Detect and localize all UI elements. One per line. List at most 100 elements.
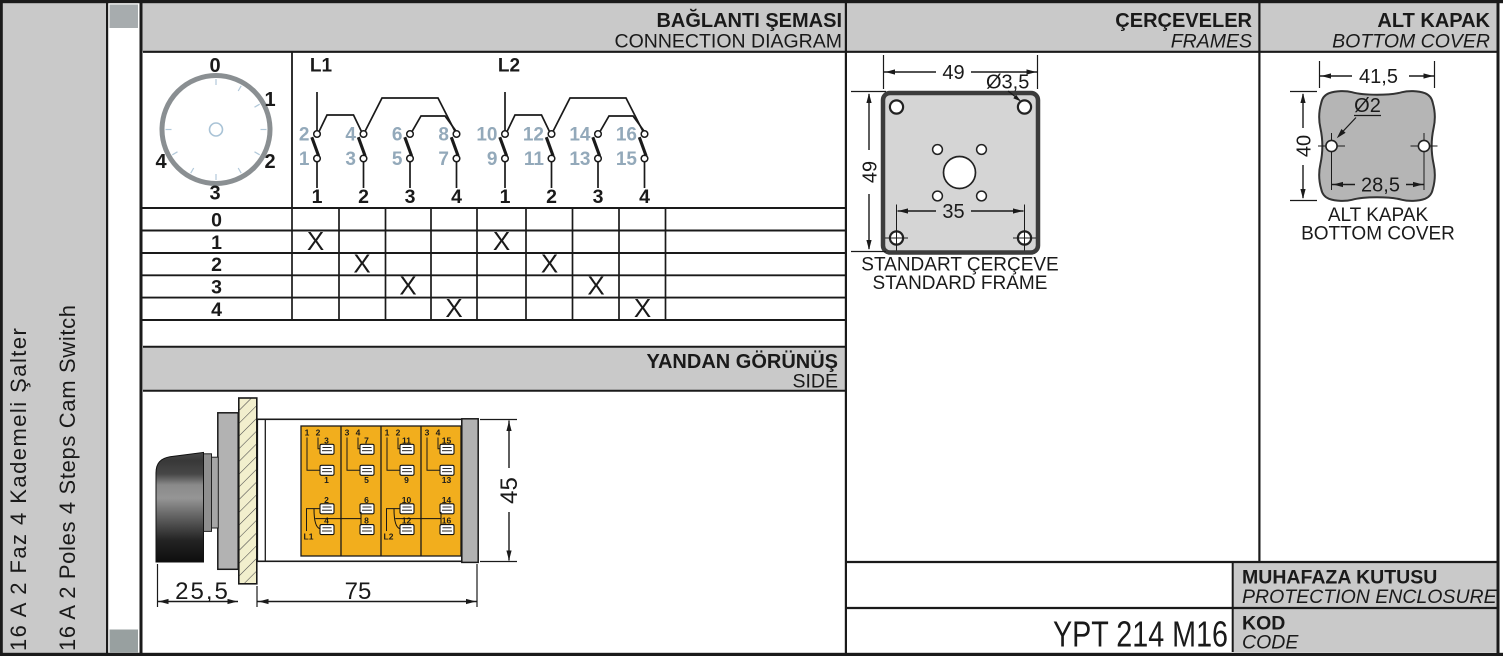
svg-text:6: 6 <box>392 125 403 146</box>
svg-text:3: 3 <box>345 149 356 170</box>
svg-text:CONNECTION DIAGRAM: CONNECTION DIAGRAM <box>614 31 842 53</box>
svg-text:15: 15 <box>442 435 452 445</box>
svg-text:L1: L1 <box>304 532 314 542</box>
svg-text:16 A 2 Poles 4 Steps Cam Switc: 16 A 2 Poles 4 Steps Cam Switch <box>55 304 80 651</box>
svg-text:2: 2 <box>396 428 401 438</box>
svg-text:10: 10 <box>476 125 497 146</box>
svg-text:ALT KAPAK: ALT KAPAK <box>1377 10 1490 32</box>
svg-text:4: 4 <box>451 186 462 208</box>
svg-text:11: 11 <box>524 149 545 170</box>
svg-text:0: 0 <box>211 209 222 231</box>
svg-text:1: 1 <box>299 149 310 170</box>
svg-text:45: 45 <box>496 477 523 504</box>
svg-text:4: 4 <box>324 516 329 526</box>
svg-text:1: 1 <box>264 89 275 111</box>
svg-text:YANDAN GÖRÜNÜŞ: YANDAN GÖRÜNÜŞ <box>646 350 838 373</box>
svg-text:16: 16 <box>616 125 637 146</box>
svg-text:2: 2 <box>211 254 222 276</box>
svg-text:Ø3,5: Ø3,5 <box>986 72 1029 94</box>
svg-text:2: 2 <box>324 495 329 505</box>
svg-text:YPT 214 M16: YPT 214 M16 <box>1053 614 1228 655</box>
svg-text:3: 3 <box>405 186 416 208</box>
svg-text:ÇERÇEVELER: ÇERÇEVELER <box>1115 10 1252 32</box>
svg-text:2: 2 <box>264 151 275 173</box>
svg-text:PROTECTION ENCLOSURE: PROTECTION ENCLOSURE <box>1242 586 1498 608</box>
svg-text:3: 3 <box>593 186 604 208</box>
svg-text:ALT KAPAK: ALT KAPAK <box>1328 205 1429 226</box>
svg-text:4: 4 <box>356 428 361 438</box>
svg-text:13: 13 <box>442 475 452 485</box>
svg-text:3: 3 <box>211 276 222 298</box>
svg-text:MUHAFAZA KUTUSU: MUHAFAZA KUTUSU <box>1242 567 1437 589</box>
svg-text:3: 3 <box>324 435 329 445</box>
svg-text:1: 1 <box>312 186 323 208</box>
svg-text:10: 10 <box>402 495 412 505</box>
svg-text:11: 11 <box>402 435 411 445</box>
svg-text:0: 0 <box>209 55 220 77</box>
svg-text:8: 8 <box>438 125 449 146</box>
svg-text:28,5: 28,5 <box>1361 175 1400 197</box>
svg-text:41,5: 41,5 <box>1359 66 1398 88</box>
svg-text:3: 3 <box>345 428 350 438</box>
svg-text:BOTTOM COVER: BOTTOM COVER <box>1332 31 1490 53</box>
svg-text:X: X <box>399 271 416 301</box>
svg-text:SIDE: SIDE <box>792 371 838 393</box>
svg-text:4: 4 <box>345 125 356 146</box>
svg-text:L2: L2 <box>384 532 394 542</box>
svg-text:1: 1 <box>324 475 329 485</box>
svg-text:49: 49 <box>860 161 882 183</box>
svg-text:4: 4 <box>436 428 441 438</box>
svg-text:FRAMES: FRAMES <box>1171 31 1252 53</box>
svg-text:CODE: CODE <box>1242 632 1299 654</box>
svg-text:8: 8 <box>364 516 369 526</box>
svg-text:X: X <box>587 271 604 301</box>
svg-text:1: 1 <box>500 186 511 208</box>
svg-text:X: X <box>353 248 370 278</box>
svg-text:35: 35 <box>942 201 964 223</box>
svg-text:L2: L2 <box>498 56 520 77</box>
svg-text:L1: L1 <box>310 56 333 77</box>
svg-text:4: 4 <box>639 186 650 208</box>
svg-text:16 A 2 Faz 4 Kademeli Şalter: 16 A 2 Faz 4 Kademeli Şalter <box>6 327 31 651</box>
svg-text:2: 2 <box>358 186 369 208</box>
svg-text:14: 14 <box>442 495 452 505</box>
svg-text:3: 3 <box>209 183 220 205</box>
svg-text:X: X <box>541 248 558 278</box>
svg-text:2: 2 <box>316 428 321 438</box>
svg-text:5: 5 <box>392 149 403 170</box>
svg-text:1: 1 <box>385 428 390 438</box>
svg-text:BOTTOM COVER: BOTTOM COVER <box>1301 224 1455 245</box>
svg-text:7: 7 <box>438 149 449 170</box>
svg-text:13: 13 <box>569 149 590 170</box>
svg-text:40: 40 <box>1294 135 1316 157</box>
svg-text:6: 6 <box>364 495 369 505</box>
svg-text:15: 15 <box>616 149 638 170</box>
svg-text:4: 4 <box>155 151 167 173</box>
svg-text:X: X <box>493 226 510 256</box>
svg-text:X: X <box>307 226 324 256</box>
svg-text:75: 75 <box>345 578 372 605</box>
svg-text:KOD: KOD <box>1242 613 1285 635</box>
svg-text:X: X <box>634 293 651 323</box>
svg-text:4: 4 <box>211 299 222 321</box>
svg-text:49: 49 <box>942 62 964 84</box>
svg-text:2: 2 <box>299 125 310 146</box>
svg-text:9: 9 <box>404 475 409 485</box>
svg-text:X: X <box>445 293 462 323</box>
svg-text:16: 16 <box>442 516 452 526</box>
svg-text:1: 1 <box>305 428 310 438</box>
svg-text:2: 2 <box>546 186 557 208</box>
svg-text:25,5: 25,5 <box>175 578 230 605</box>
svg-text:12: 12 <box>402 516 412 526</box>
svg-text:12: 12 <box>523 125 544 146</box>
svg-text:1: 1 <box>211 232 222 254</box>
svg-text:9: 9 <box>487 149 498 170</box>
svg-text:3: 3 <box>425 428 430 438</box>
svg-text:STANDARD FRAME: STANDARD FRAME <box>873 273 1048 294</box>
svg-text:STANDART ÇERÇEVE: STANDART ÇERÇEVE <box>861 255 1058 276</box>
svg-text:14: 14 <box>569 125 591 146</box>
svg-text:5: 5 <box>364 475 369 485</box>
svg-text:BAĞLANTI ŞEMASI: BAĞLANTI ŞEMASI <box>656 8 842 32</box>
svg-text:Ø2: Ø2 <box>1354 95 1381 117</box>
svg-text:7: 7 <box>364 435 369 445</box>
